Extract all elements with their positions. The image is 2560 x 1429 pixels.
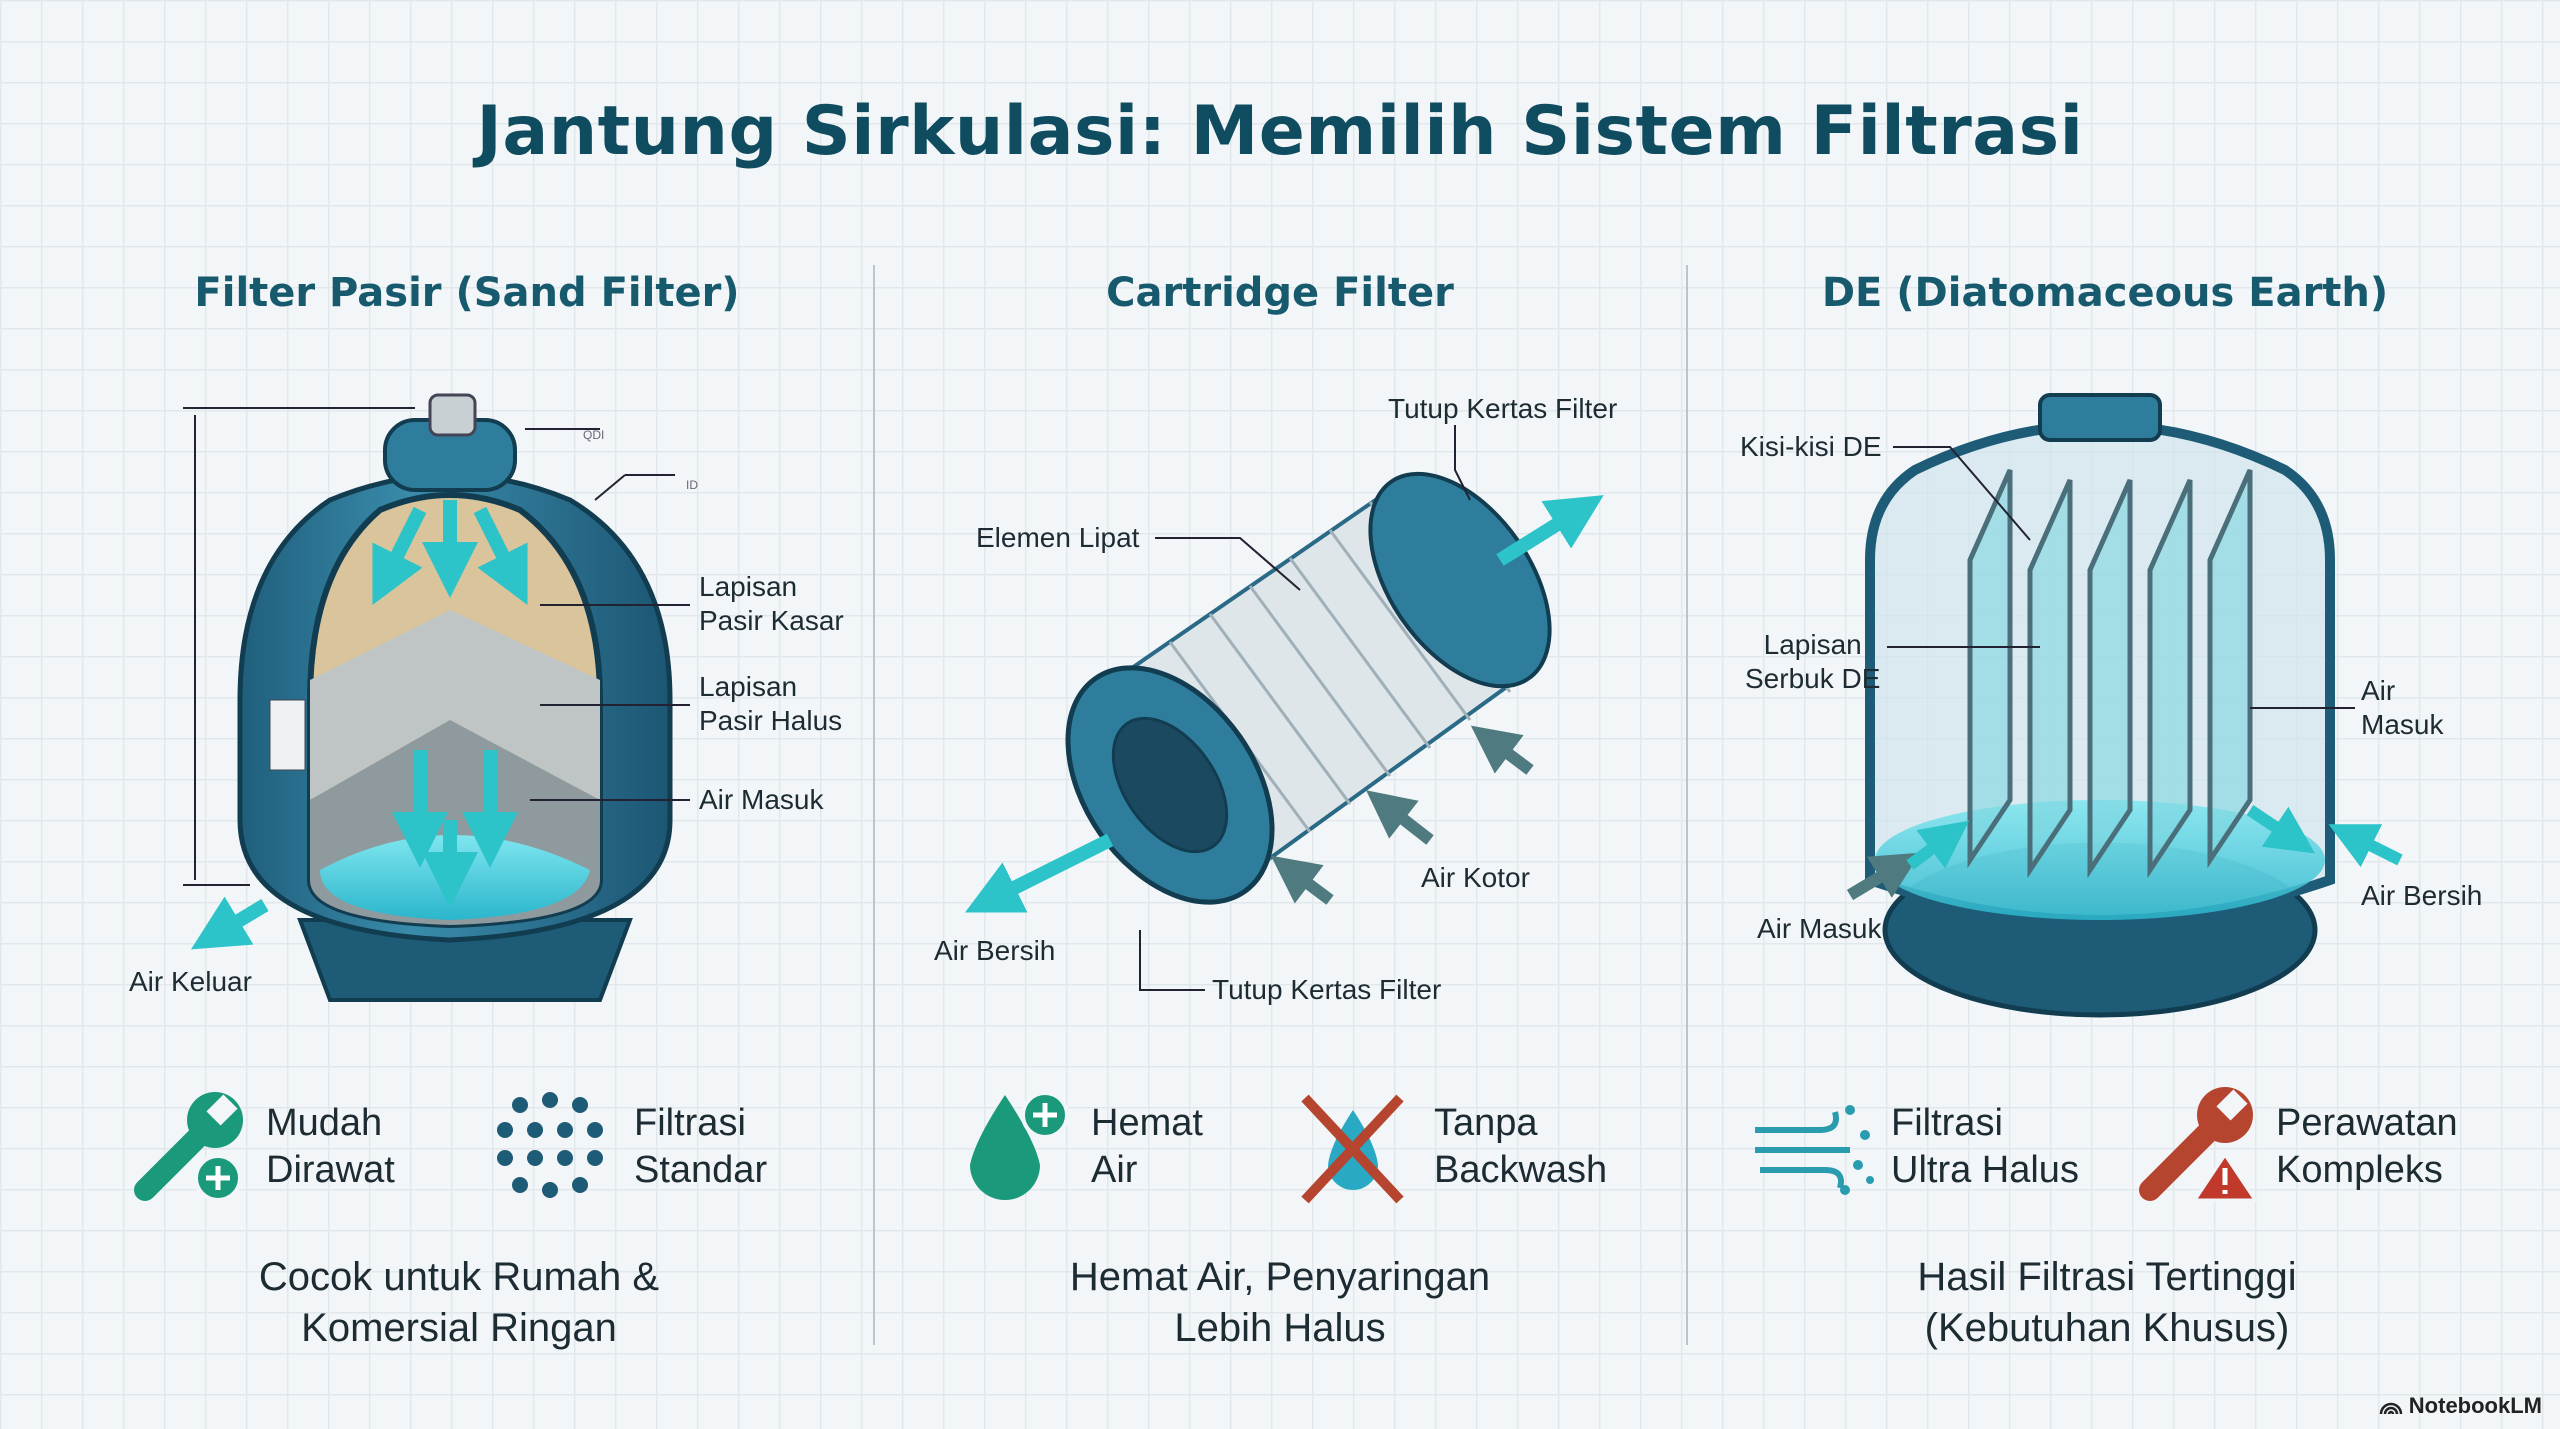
column-heading-de: DE (Diatomaceous Earth) [1821,270,2389,316]
water-drop-plus-icon [970,1091,1069,1200]
label-pleated-element: Elemen Lipat [976,522,1140,553]
sand-filter-illustration [183,393,690,1002]
caption-line: Lebih Halus [1174,1306,1386,1350]
feature-line: Hemat [1091,1102,1203,1144]
column-divider [1686,265,1688,1345]
feature-line: Mudah [266,1102,383,1144]
dots-grid-icon [497,1092,603,1198]
wrench-plus-icon [134,1092,243,1202]
feature-line: Dirawat [266,1149,395,1191]
column-divider [873,265,875,1345]
feature-line: Air [1091,1149,1138,1191]
label-cap-top: Tutup Kertas Filter [1388,393,1618,424]
feature-line: Tanpa [1434,1102,1538,1144]
notebooklm-logo-icon [2379,1402,2403,1415]
label-dirty-water: Air Kotor [1421,862,1530,893]
caption-de: Hasil Filtrasi Tertinggi (Kebutuhan Khusu… [1692,1252,2522,1354]
label-water-in-left: Air Masuk [1757,913,1882,944]
label-line: Pasir Halus [699,705,843,736]
brand-name: NotebookLM [2408,1393,2542,1418]
feature-line: Standar [634,1149,768,1191]
label-water-in: Air Masuk [699,784,824,815]
label-clean-water: Air Bersih [934,935,1056,966]
no-backwash-icon [1301,1094,1404,1204]
label-line: Lapisan [699,571,798,602]
column-heading-cartridge: Cartridge Filter [1106,270,1454,316]
brand-watermark: NotebookLM [2379,1393,2542,1419]
label-valve: QDI [583,428,605,442]
column-heading-sand: Filter Pasir (Sand Filter) [194,270,740,316]
caption-line: (Kebutuhan Khusus) [1924,1306,2290,1350]
feature-line: Perawatan [2276,1102,2458,1144]
caption-line: Hasil Filtrasi Tertinggi [1917,1255,2297,1299]
caption-line: Cocok untuk Rumah & [258,1255,660,1299]
label-line: Lapisan [699,671,798,702]
caption-sand: Cocok untuk Rumah & Komersial Ringan [44,1252,874,1354]
feature-line: Backwash [1434,1149,1608,1191]
de-filter-illustration [1846,393,2403,1018]
label-line: Pasir Kasar [699,605,844,636]
feature-line: Ultra Halus [1891,1149,2079,1191]
label-water-out: Air Keluar [129,966,252,997]
label-cap-bottom: Tutup Kertas Filter [1212,974,1442,1005]
label-line: Lapisan [1763,629,1862,660]
label-line: Air [2361,675,2396,706]
label-line: Masuk [2361,709,2444,740]
wrench-warning-icon [2139,1087,2258,1202]
caption-line: Hemat Air, Penyaringan [1069,1255,1491,1299]
label-de-grid: Kisi-kisi DE [1740,431,1882,462]
ultra-fine-particles-icon [1755,1105,1874,1195]
feature-line: Filtrasi [1891,1102,2003,1144]
label-id: ID [686,478,698,492]
page-title: Jantung Sirkulasi: Memilih Sistem Filtra… [476,92,2084,171]
feature-line: Kompleks [2276,1149,2443,1191]
cartridge-filter-illustration [964,425,1604,991]
label-line: Serbuk DE [1745,663,1881,694]
feature-line: Filtrasi [634,1102,746,1144]
caption-line: Komersial Ringan [301,1306,617,1350]
label-clean-water: Air Bersih [2361,880,2483,911]
